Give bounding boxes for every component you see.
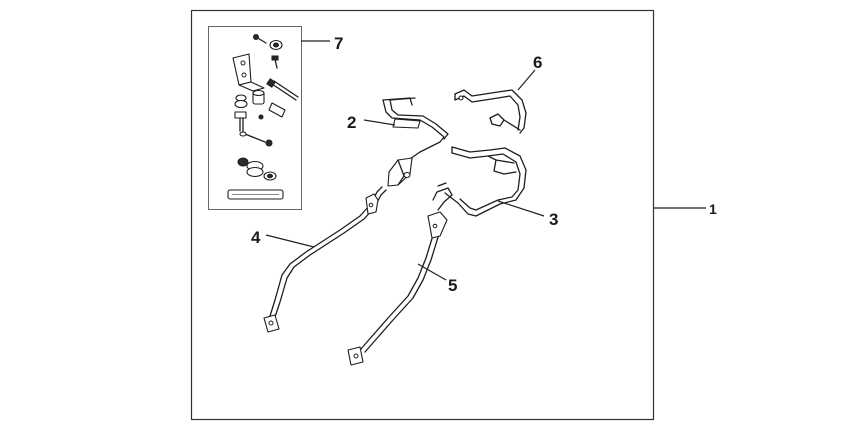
callout-4: 4 [251, 228, 261, 247]
hardware-kit-box [208, 26, 302, 210]
callout-1: 1 [709, 201, 717, 217]
callout-6: 6 [533, 53, 542, 72]
leader-lines [265, 40, 706, 281]
diagram-frame [190, 9, 655, 421]
leader-2 [363, 119, 396, 126]
leader-5 [417, 263, 447, 281]
part-4-stay [263, 186, 387, 333]
callout-labels: 1 2 3 4 5 6 7 [251, 34, 717, 295]
leader-6 [517, 69, 536, 91]
callout-3: 3 [549, 210, 558, 229]
hardware-kit-parts [227, 34, 299, 200]
leader-4 [265, 234, 315, 248]
leader-3 [497, 200, 545, 217]
part-5-stay [347, 211, 448, 366]
part-6-rack [454, 89, 527, 134]
part-3-frame [432, 146, 527, 217]
callout-2: 2 [347, 113, 356, 132]
part-2-bracket [382, 97, 449, 187]
callout-7: 7 [334, 34, 343, 53]
callout-5: 5 [448, 276, 457, 295]
